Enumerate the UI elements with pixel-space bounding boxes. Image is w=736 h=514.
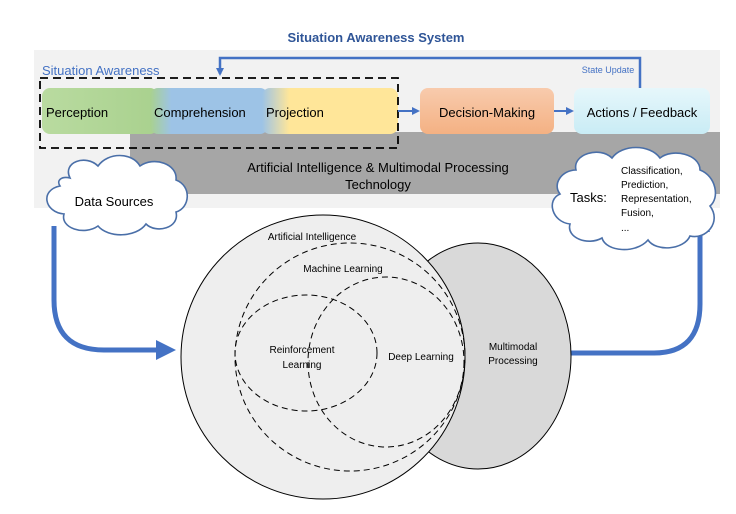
task-item: Classification, (621, 166, 683, 177)
technology-band-line1: Artificial Intelligence & Multimodal Pro… (247, 160, 509, 175)
situation-awareness-label: Situation Awareness (42, 63, 160, 78)
projection-box (262, 88, 398, 134)
data-flow-arrow-left (51, 226, 176, 360)
ai-label: Artificial Intelligence (268, 232, 357, 243)
technology-band-line2: Technology (345, 177, 411, 192)
data-sources-cloud (46, 154, 189, 236)
task-item: Prediction, (621, 180, 668, 191)
rl-label-line1: Reinforcement (269, 345, 334, 356)
tasks-cloud (551, 146, 717, 251)
projection-label: Projection (266, 105, 324, 120)
deep-learning-circle (307, 276, 465, 448)
comprehension-label: Comprehension (154, 105, 246, 120)
diagram-title: Situation Awareness System (287, 30, 464, 45)
data-flow-arrow-right (566, 212, 710, 356)
ml-label: Machine Learning (303, 264, 383, 275)
mm-label-line2: Processing (488, 356, 537, 367)
mm-label-line1: Multimodal (489, 342, 537, 353)
actions-feedback-label: Actions / Feedback (587, 105, 698, 120)
actions-feedback-box (574, 88, 710, 134)
rl-label-line2: Learning (283, 360, 322, 371)
decision-making-box (420, 88, 554, 134)
machine-learning-circle (234, 242, 466, 472)
dl-label: Deep Learning (388, 352, 454, 363)
state-update-arrow (216, 56, 642, 88)
state-update-label: State Update (582, 65, 635, 75)
task-item: Representation, (621, 194, 692, 205)
data-sources-label: Data Sources (75, 194, 154, 209)
decision-making-label: Decision-Making (439, 105, 535, 120)
comprehension-box (150, 88, 268, 134)
perception-box (42, 88, 158, 134)
awareness-dashed-group (39, 77, 399, 149)
reinforcement-learning-circle (234, 294, 378, 412)
task-item: Fusion, (621, 208, 654, 219)
tasks-label: Tasks: (570, 190, 607, 205)
perception-label: Perception (46, 105, 108, 120)
task-item: ... (621, 223, 629, 234)
